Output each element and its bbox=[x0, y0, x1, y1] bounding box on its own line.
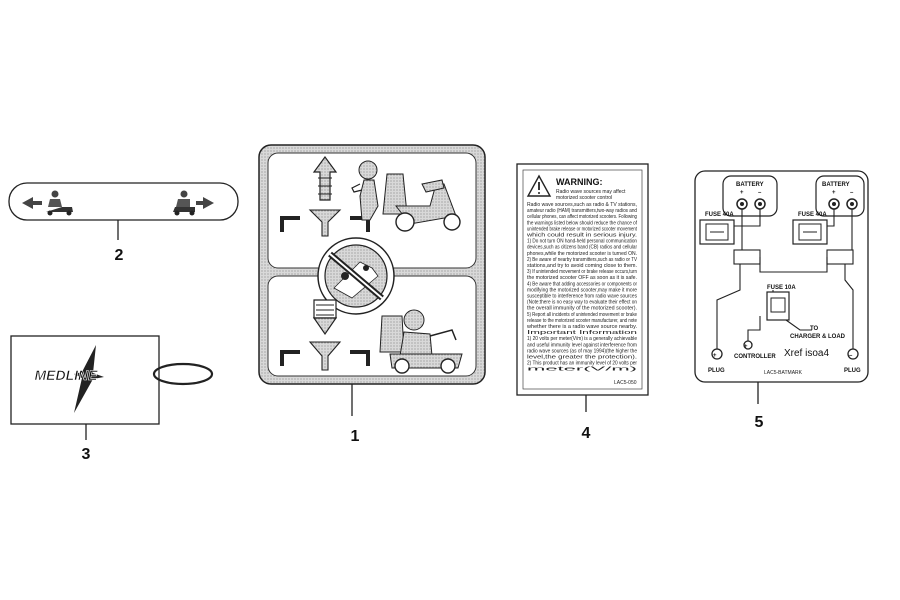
warning-text-line: 5) Report all incidents of unintended mo… bbox=[527, 312, 637, 318]
plug-right-terminal: – PLUG bbox=[844, 348, 861, 374]
callout-4: 4 bbox=[582, 425, 591, 442]
warning-text-line: 2) This product has an immunity level of… bbox=[527, 361, 637, 367]
warning-subtitle-2: motorized scooter control bbox=[556, 195, 612, 201]
part-4-warning-label: WARNING: Radio wave sources may affect m… bbox=[516, 163, 649, 412]
battery-left: BATTERY + – bbox=[722, 175, 778, 217]
scooter-side-icon bbox=[394, 179, 461, 232]
part-3-logo-label: MEDLINE bbox=[10, 335, 214, 440]
battery-left-plus: + bbox=[740, 190, 744, 196]
rider-seated-forward-icon bbox=[351, 160, 408, 221]
warning-text-line: release to the motorized scooter manufac… bbox=[527, 318, 637, 324]
fuse-right: FUSE 40A bbox=[792, 212, 828, 245]
warning-triangle-icon bbox=[526, 174, 552, 197]
warning-subtitle-1: Radio wave sources may affect bbox=[556, 189, 626, 195]
warning-text-line: 1) 20 volts per meter(V/m) is a generall… bbox=[527, 336, 637, 342]
warning-text-line: meter(V/m) bbox=[527, 367, 638, 373]
fuse-center-label: FUSE 10A bbox=[767, 285, 796, 291]
ring-icon bbox=[152, 362, 214, 386]
warning-text-line: the warnings listed below should reduce … bbox=[527, 220, 638, 226]
warning-title: WARNING: bbox=[556, 177, 603, 187]
callout-2: 2 bbox=[115, 247, 124, 264]
callout-5: 5 bbox=[755, 414, 764, 431]
medline-star-icon bbox=[74, 345, 104, 413]
charger-load-label: CHARGER & LOAD bbox=[790, 334, 846, 340]
warning-text-line: the overall immunity of the motorized sc… bbox=[527, 306, 637, 312]
plug-right-label: PLUG bbox=[844, 368, 861, 374]
fuse-left-label: FUSE 40A bbox=[705, 212, 734, 218]
controller-plus: + bbox=[744, 344, 748, 350]
to-charger-label: TO bbox=[810, 326, 819, 332]
prohibited-riding-icon bbox=[317, 237, 395, 315]
warning-text-line: susceptible to interference from radio w… bbox=[527, 294, 637, 300]
controller-label: CONTROLLER bbox=[734, 354, 776, 360]
callout-3: 3 bbox=[82, 446, 91, 463]
warning-text-line: phones,while the motorized scooter is tu… bbox=[527, 251, 637, 257]
scooter-right-icon bbox=[173, 190, 214, 216]
warning-text-line: which could result in serious injury. bbox=[527, 233, 637, 239]
warning-text-line: 4) Be aware that adding accessories or c… bbox=[527, 281, 637, 287]
scooter-left-icon bbox=[22, 190, 73, 216]
battery-right-plus: + bbox=[832, 190, 836, 196]
warning-text-line: amateur radio (HAM) transmitters,two-way… bbox=[527, 208, 637, 214]
warning-text-line: and useful immunity level against interf… bbox=[527, 342, 637, 348]
fuse-left: FUSE 40A bbox=[699, 212, 735, 245]
battery-left-label: BATTERY bbox=[736, 182, 764, 188]
warning-text-line: whether there is a radio wave source nea… bbox=[527, 324, 637, 330]
plug-left-terminal: + PLUG bbox=[708, 348, 725, 374]
warning-text-line: cellular phones, can affect motorized sc… bbox=[527, 214, 637, 220]
warning-text-line: Radio wave sources,such as radio & TV st… bbox=[527, 202, 637, 208]
part-1-pictogram-label bbox=[258, 144, 486, 416]
arrow-up-forward-icon bbox=[312, 155, 338, 201]
warning-text-line: level,the greater the protection). bbox=[527, 355, 637, 361]
warning-text-line: 1) Do not turn ON hand-held personal com… bbox=[527, 239, 637, 245]
xref-text: Xref isoa4 bbox=[784, 348, 829, 359]
warning-text-line: unintended brake release or motorized sc… bbox=[527, 226, 638, 232]
plug-left-plus: + bbox=[713, 353, 717, 359]
wiring-lines bbox=[716, 209, 854, 350]
rider-seated-reverse-icon bbox=[379, 309, 463, 374]
warning-text-line: 3) If unintended movement or brake relea… bbox=[527, 269, 637, 275]
part-2-direction-decal bbox=[8, 182, 239, 240]
warning-footer-code: LAC5-050 bbox=[614, 380, 637, 386]
battery-right-minus: – bbox=[850, 190, 854, 196]
warning-text-line: the motorized scooter OFF as soon as it … bbox=[527, 275, 637, 281]
logo-text: MEDLINE bbox=[35, 367, 99, 383]
plug-left-label: PLUG bbox=[708, 368, 725, 374]
warning-text-line: Important Information bbox=[527, 330, 637, 336]
battery-right: BATTERY + – bbox=[815, 175, 865, 217]
warning-text-lines: Radio wave sources,such as radio & TV st… bbox=[527, 202, 638, 373]
battery-right-label: BATTERY bbox=[822, 182, 850, 188]
warning-text-line: radio wave sources (as of may 1994)(the … bbox=[527, 348, 637, 354]
fuse-center: FUSE 10A bbox=[766, 285, 796, 321]
warning-text-line: modifying the motorized scooter,may make… bbox=[527, 287, 637, 293]
warning-text-line: stations,and try to avoid coming close t… bbox=[527, 263, 637, 269]
arrow-down-reverse-icon bbox=[312, 299, 338, 336]
warning-text-line: (Note:there is no easy way to evaluate t… bbox=[527, 300, 637, 306]
part-5-wiring-label: BATTERY + – BATTERY + – FUSE 40A FUSE 40… bbox=[694, 170, 869, 404]
warning-text-line: 2) Be aware of nearby transmitters,such … bbox=[527, 257, 638, 263]
callout-1: 1 bbox=[351, 428, 360, 445]
plug-right-minus: – bbox=[849, 353, 853, 359]
fuse-right-label: FUSE 40A bbox=[798, 212, 827, 218]
battery-left-minus: – bbox=[758, 190, 762, 196]
throttle-lever-reverse-icon bbox=[280, 341, 370, 371]
controller-terminal: + CONTROLLER bbox=[734, 340, 776, 360]
warning-text-line: devices,such as citizens band (CB) radio… bbox=[527, 245, 637, 251]
wiring-code: LAC5-BATMARK bbox=[764, 370, 803, 376]
